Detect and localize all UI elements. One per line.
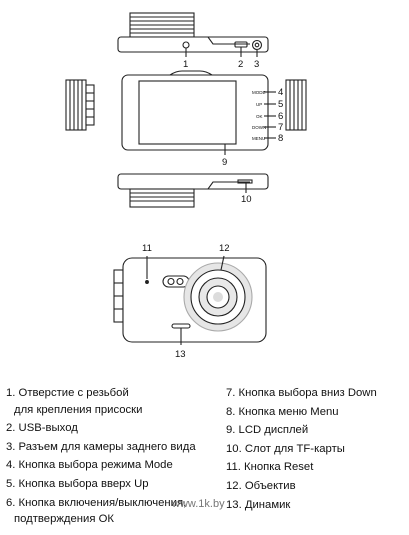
legend-item: 7. Кнопка выбора вниз Down <box>226 385 377 402</box>
legend-item-text: 2. USB-выход <box>6 422 78 435</box>
lens <box>183 262 253 332</box>
button-label-menu: MENU <box>252 136 265 141</box>
callout-9: 9 <box>222 157 227 168</box>
legend-item-text: 7. Кнопка выбора вниз Down <box>226 387 377 399</box>
legend-item: 11. Кнопка Reset <box>226 459 377 476</box>
legend-item-text: 11. Кнопка Reset <box>226 461 314 474</box>
callout-12: 12 <box>219 243 230 254</box>
legend-item: 5. Кнопка выбора вверх Up <box>6 476 196 493</box>
callout-5: 5 <box>278 99 283 110</box>
button-label-ok: OK <box>256 114 263 119</box>
legend-item-text: 9. LCD дисплей <box>226 424 309 437</box>
legend-item-text: 8. Кнопка меню Menu <box>226 405 339 418</box>
legend-item: 8. Кнопка меню Menu <box>226 404 377 421</box>
callout-3: 3 <box>254 59 259 70</box>
tf-card-slot <box>237 179 253 184</box>
button-label-mode: MODE <box>252 90 266 95</box>
rear-camera-jack <box>251 39 263 51</box>
watermark: www.1k.by <box>172 498 225 510</box>
legend-item-text: 12. Объектив <box>226 479 296 492</box>
legend-item: 1. Отверстие с резьбой для крепления прис… <box>6 385 196 418</box>
front-view <box>113 255 267 345</box>
legend-item-text: 3. Разъем для камеры заднего вида <box>6 440 196 453</box>
legend-item: 13. Динамик <box>226 497 377 514</box>
callout-6: 6 <box>278 111 283 122</box>
bottom-view <box>117 173 269 208</box>
legend-item-continuation: подтверждения ОК <box>14 513 114 526</box>
button-label-down: DOWN <box>252 125 266 130</box>
dashcam-diagram: MODE UP OK DOWN MENU 1 2 3 4 5 6 7 8 9 1… <box>65 12 307 360</box>
top-view <box>117 12 269 57</box>
legend-item-text: 10. Слот для TF-карты <box>226 442 345 455</box>
left-ribbed-knob <box>65 79 87 131</box>
back-view-body <box>121 74 269 151</box>
legend-item: 9. LCD дисплей <box>226 422 377 439</box>
legend-item-text: 5. Кнопка выбора вверх Up <box>6 477 149 490</box>
lcd-display <box>138 80 237 145</box>
right-ribbed-knob <box>285 79 307 131</box>
button-label-up: UP <box>256 102 262 107</box>
callout-4: 4 <box>278 87 283 98</box>
legend-item: 2. USB-выход <box>6 420 196 437</box>
callout-10: 10 <box>241 194 252 205</box>
back-view-top-bump <box>169 70 213 76</box>
top-view-edge <box>168 36 250 45</box>
legend-item-text: 1. Отверстие с резьбой <box>6 387 129 399</box>
legend-item-text: 13. Динамик <box>226 498 291 511</box>
rear-camera-jack-core <box>254 42 260 48</box>
back-view <box>65 70 307 155</box>
button-labels: MODE UP OK DOWN MENU <box>252 90 266 141</box>
legend-item: 6. Кнопка включения/выключения, подтвержд… <box>6 495 196 528</box>
callout-1: 1 <box>183 59 188 70</box>
front-sensor-dot-2 <box>176 277 184 286</box>
callout-7: 7 <box>278 122 283 133</box>
legend-item: 12. Объектив <box>226 478 377 495</box>
reset-button <box>145 280 149 284</box>
legend-left: 1. Отверстие с резьбой для крепления прис… <box>6 385 196 528</box>
legend-item: 10. Слот для TF-карты <box>226 441 377 458</box>
left-side-buttons <box>85 84 95 126</box>
leader-12 <box>220 255 225 271</box>
legend-item-continuation: для крепления присоски <box>14 403 143 416</box>
legend-item-text: 4. Кнопка выбора режима Mode <box>6 459 173 472</box>
callout-8: 8 <box>278 133 283 144</box>
callout-2: 2 <box>238 59 243 70</box>
top-view-ribbed-mount <box>129 12 195 38</box>
legend-item: 3. Разъем для камеры заднего вида <box>6 439 196 456</box>
legend-item: 4. Кнопка выбора режима Mode <box>6 457 196 474</box>
callout-13: 13 <box>175 349 186 360</box>
legend-item-text: 6. Кнопка включения/выключения, <box>6 496 187 509</box>
front-sensor-dot-1 <box>167 277 175 286</box>
bottom-view-ribbed-mount <box>129 188 195 208</box>
callout-11: 11 <box>142 243 152 254</box>
front-side-buttons <box>113 269 124 323</box>
legend-right: 7. Кнопка выбора вниз Down 8. Кнопка меню… <box>226 385 377 513</box>
